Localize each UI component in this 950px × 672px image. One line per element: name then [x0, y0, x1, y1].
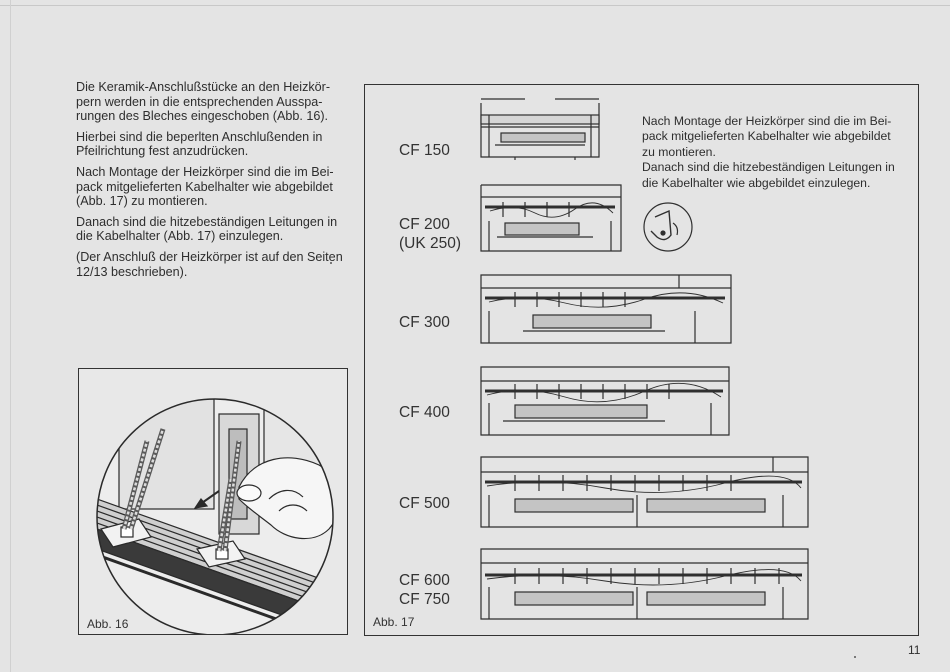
unit-cf600-cf750 — [480, 548, 809, 620]
unit-cf200 — [480, 184, 622, 252]
label-cf500: CF 500 — [399, 495, 450, 512]
scan-speck — [330, 262, 332, 264]
page-number: 11 — [908, 643, 921, 657]
figure-16: Abb. 16 — [78, 368, 348, 635]
paragraph-cable-holders: Nach Montage der Heizkörper sind die im … — [76, 164, 334, 209]
unit-cf300 — [480, 274, 732, 344]
note-mount-holders: Nach Montage der Heizkörper sind die im … — [642, 114, 892, 159]
paragraph-connection-reference: (Der Anschluß der Heizkörper ist auf den… — [76, 249, 343, 279]
page-left-edge — [10, 0, 11, 672]
figure-17-note: Nach Montage der Heizkörper sind die im … — [642, 114, 904, 191]
label-cf200: CF 200 — [399, 216, 450, 233]
page-top-edge — [0, 5, 950, 6]
paragraph-press-direction: Hierbei sind die beperlten Anschlußenden… — [76, 129, 323, 159]
label-uk250: (UK 250) — [399, 235, 462, 252]
label-cf150: CF 150 — [399, 142, 450, 159]
figure-17: CF 150 CF 200 (UK 250) CF 300 CF 400 CF … — [364, 84, 919, 636]
label-cf400: CF 400 — [399, 404, 450, 421]
label-cf750: CF 750 — [399, 591, 450, 608]
unit-cf150 — [480, 98, 600, 160]
unit-cf400 — [480, 366, 730, 436]
label-cf300: CF 300 — [399, 314, 450, 331]
figure-17-caption: Abb. 17 — [373, 615, 415, 629]
unit-cf500 — [480, 456, 809, 528]
scan-speck — [854, 656, 856, 658]
figure-16-caption: Abb. 16 — [87, 617, 129, 631]
instruction-text: Die Keramik-Anschlußstücke an den Heizkö… — [76, 80, 348, 285]
note-insert-leads: Danach sind die hitzebeständigen Leitung… — [642, 160, 895, 190]
paragraph-insert-leads: Danach sind die hitzebeständigen Leitung… — [76, 214, 338, 244]
figure-17-heater-diagrams — [480, 98, 809, 620]
label-cf600: CF 600 — [399, 572, 450, 589]
figure-16-illustration — [96, 398, 334, 634]
paragraph-ceramic-connectors: Die Keramik-Anschlußstücke an den Heizkö… — [76, 80, 331, 124]
cable-holder-icon — [643, 202, 693, 252]
